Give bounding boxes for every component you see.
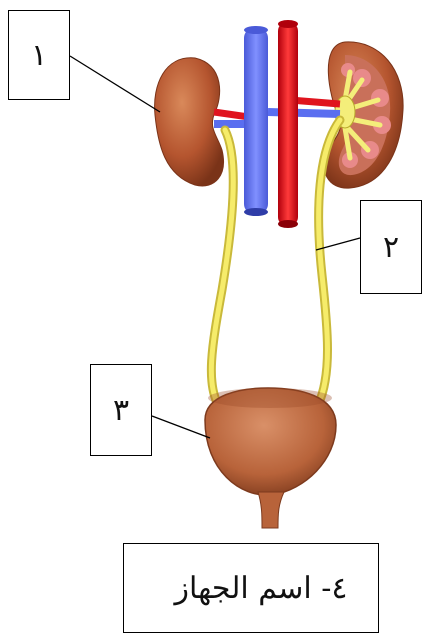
urethra — [258, 492, 284, 528]
label-3-text: ٣ — [113, 393, 129, 428]
label-box-3: ٣ — [90, 364, 152, 456]
left-kidney — [155, 58, 224, 186]
label-2-text: ٢ — [383, 230, 399, 265]
leader-line-3 — [152, 416, 210, 438]
system-name-box: ٤- اسم الجهاز — [123, 543, 379, 633]
aorta — [278, 22, 298, 226]
label-box-2: ٢ — [360, 200, 422, 294]
system-name-prompt: ٤- اسم الجهاز — [174, 571, 347, 606]
leader-line-1 — [70, 56, 160, 112]
vena-cava — [244, 28, 268, 214]
label-box-1: ١ — [8, 10, 70, 100]
label-1-text: ١ — [31, 38, 47, 73]
